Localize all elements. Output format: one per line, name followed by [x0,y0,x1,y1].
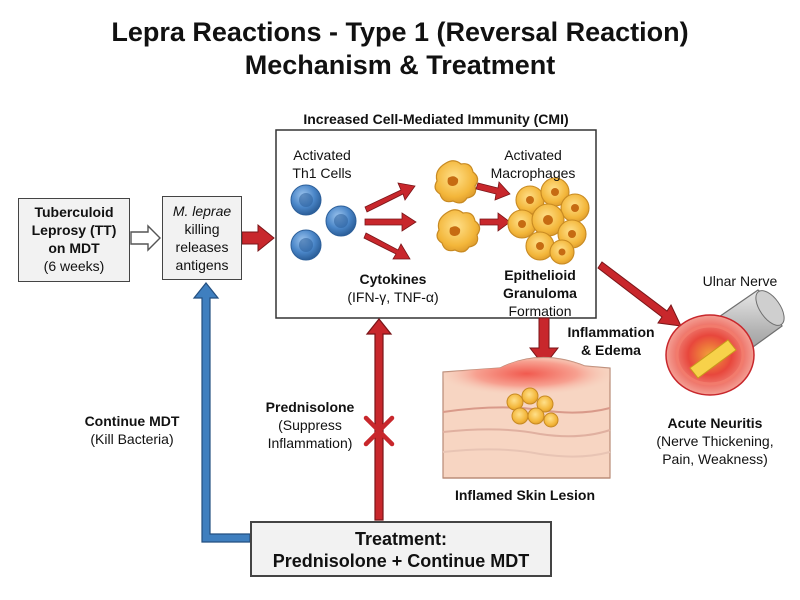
granuloma-line-2: Granuloma [503,285,577,301]
red-arrow-antigen-to-cmi [241,223,275,253]
mac-line-2: Macrophages [490,165,576,181]
antigen-release-box: M. leprae killing releases antigens [162,196,242,280]
page-title: Lepra Reactions - Type 1 (Reversal React… [0,16,800,82]
antigen-line-4: antigens [175,257,229,273]
red-arrow-cmi-to-nerve [597,261,682,327]
th1-output-arrows [363,182,417,260]
th1-cells-illustration [290,184,357,261]
cytokines-detail: (IFN-γ, TNF-α) [347,289,439,305]
th1-label: Activated Th1 Cells [282,146,362,182]
antigen-line-1: M. leprae [172,203,232,219]
tt-line-1: Tuberculoid [34,204,114,220]
granuloma-label: Epithelioid Granuloma Formation [488,266,592,320]
inflammation-label: Inflammation & Edema [556,323,666,359]
cytokines-label: Cytokines (IFN-γ, TNF-α) [328,270,458,306]
inflammation-line-1: Inflammation [567,324,655,340]
treatment-box: Treatment: Prednisolone + Continue MDT [250,521,552,577]
prednisolone-title: Prednisolone [265,399,355,415]
prednisolone-detail-1: (Suppress [278,417,342,433]
th1-line-1: Activated [293,147,351,163]
ulnar-nerve-label: Ulnar Nerve [702,273,778,289]
tt-line-4: (6 weeks) [43,258,105,274]
granuloma-cluster-illustration [507,177,590,265]
continue-mdt-label: Continue MDT (Kill Bacteria) [70,412,194,448]
antigen-line-3: releases [175,239,229,255]
mac-line-1: Activated [504,147,562,163]
tt-line-3: on MDT [48,240,100,256]
skin-lesion-label: Inflamed Skin Lesion [454,487,596,503]
granuloma-line-1: Epithelioid [504,267,576,283]
neuritis-detail-2: Pain, Weakness) [662,451,768,467]
tt-line-2: Leprosy (TT) [31,222,117,238]
cmi-heading: Increased Cell-Mediated Immunity (CMI) [303,111,569,127]
macrophage-cells-illustration [434,160,481,253]
mdt-title: Continue MDT [84,413,180,429]
macrophage-to-granuloma-arrows [475,181,511,232]
antigen-line-2: killing [184,221,220,237]
tuberculoid-leprosy-box: Tuberculoid Leprosy (TT) on MDT (6 weeks… [18,198,130,282]
macrophages-label: Activated Macrophages [478,146,588,182]
inflammation-line-2: & Edema [581,342,641,358]
blue-arrow-mdt [192,282,251,543]
treatment-line-2: Prednisolone + Continue MDT [272,551,530,571]
neuritis-title: Acute Neuritis [667,415,763,431]
acute-neuritis-label: Acute Neuritis (Nerve Thickening, Pain, … [640,414,790,468]
neuritis-detail-1: (Nerve Thickening, [656,433,774,449]
ulnar-nerve-illustration [665,289,785,396]
cytokines-title: Cytokines [359,271,427,287]
th1-line-2: Th1 Cells [292,165,352,181]
prednisolone-label: Prednisolone (Suppress Inflammation) [252,398,368,452]
mdt-detail: (Kill Bacteria) [90,431,174,447]
block-x-icon [363,415,395,447]
skin-lesion-illustration [442,356,611,479]
prednisolone-detail-2: Inflammation) [267,435,353,451]
title-line-1: Lepra Reactions - Type 1 (Reversal React… [111,17,689,47]
hollow-arrow-tt-to-antigen [130,224,161,252]
granuloma-line-3: Formation [508,303,572,319]
red-arrow-cmi-to-skin [528,317,560,367]
red-arrow-prednisolone [365,318,393,521]
title-line-2: Mechanism & Treatment [244,50,556,80]
treatment-line-1: Treatment: [354,529,448,549]
